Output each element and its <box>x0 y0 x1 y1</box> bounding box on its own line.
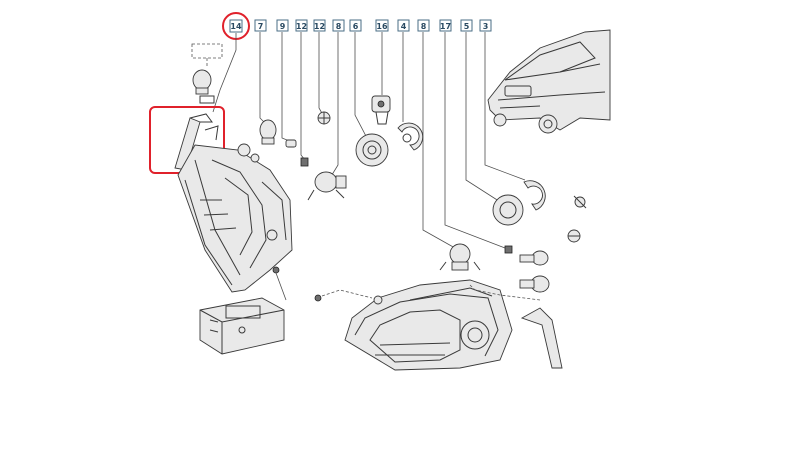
bulb-lower-a <box>519 250 549 266</box>
socket-16 <box>371 95 391 125</box>
callout-tag-12a[interactable]: 12 <box>295 19 308 32</box>
clip-12a <box>300 157 309 167</box>
svg-text:12: 12 <box>314 22 325 31</box>
svg-text:5: 5 <box>464 22 470 31</box>
ring-clip-3 <box>523 180 546 211</box>
callout-tag-12b[interactable]: 12 <box>313 19 326 32</box>
callout-tag-8b[interactable]: 8 <box>417 19 430 32</box>
small-bulb-dashed-group <box>191 43 223 104</box>
bulb-lower-b <box>519 275 550 293</box>
svg-text:7: 7 <box>258 22 264 31</box>
h4-bulb-8b <box>439 243 481 271</box>
svg-text:17: 17 <box>440 22 451 31</box>
vehicle-locator-silhouette <box>487 29 611 134</box>
svg-text:6: 6 <box>353 22 359 31</box>
svg-text:4: 4 <box>401 22 407 31</box>
callout-tag-17[interactable]: 17 <box>439 19 452 32</box>
callout-tag-6[interactable]: 6 <box>349 19 362 32</box>
right-headlamp-assembly <box>314 279 541 371</box>
svg-text:8: 8 <box>421 22 427 31</box>
cover-6 <box>355 133 389 167</box>
callout-tag-9[interactable]: 9 <box>276 19 289 32</box>
callout-tag-8a[interactable]: 8 <box>332 19 345 32</box>
callout-tag-16[interactable]: 16 <box>375 19 389 32</box>
clip-17 <box>504 245 513 254</box>
cover-5 <box>492 194 524 226</box>
callout-tag-5[interactable]: 5 <box>460 19 473 32</box>
side-bezel-strip <box>520 307 563 369</box>
callout-tag-7[interactable]: 7 <box>254 19 267 32</box>
svg-text:12: 12 <box>296 22 307 31</box>
control-module-box <box>199 297 285 355</box>
svg-text:9: 9 <box>280 22 286 31</box>
bulb-9 <box>285 139 297 148</box>
left-headlamp-assembly <box>177 143 293 301</box>
callout-tag-4[interactable]: 4 <box>397 19 410 32</box>
svg-text:3: 3 <box>483 22 489 31</box>
ring-clip-4 <box>397 122 424 151</box>
svg-text:16: 16 <box>376 22 388 31</box>
callout-tag-3[interactable]: 3 <box>479 19 492 32</box>
bulb-7 <box>259 119 277 145</box>
socket-12b <box>317 111 331 125</box>
svg-text:14: 14 <box>230 22 242 31</box>
svg-text:8: 8 <box>336 22 342 31</box>
side-socket-a <box>573 195 587 209</box>
h4-bulb-8a <box>307 171 347 201</box>
side-socket-b <box>567 229 581 243</box>
callout-tag-14[interactable]: 14 <box>229 19 243 33</box>
